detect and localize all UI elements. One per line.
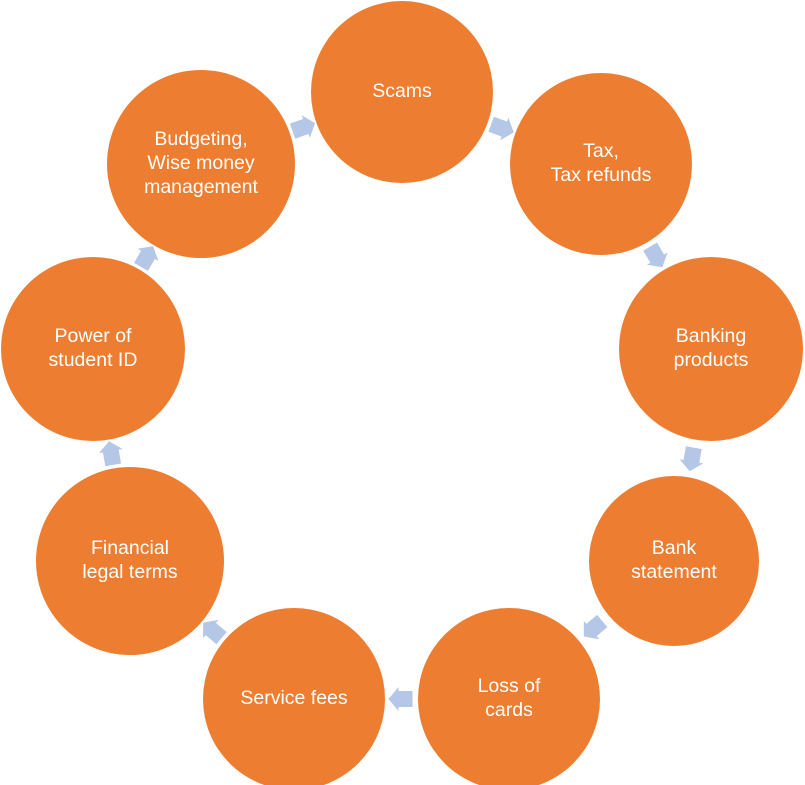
node-label-bank-statement-line-2: statement	[631, 561, 717, 583]
node-label-banking-products-line-2: products	[674, 349, 749, 371]
node-circle-budgeting	[107, 70, 295, 258]
node-circle-banking-products	[619, 257, 803, 441]
node-circle-service-fees	[203, 608, 385, 785]
node-service-fees: Service fees	[203, 608, 385, 785]
arrow-power-of-student-id-to-budgeting	[134, 246, 159, 271]
arrow-bank-statement-to-loss-of-cards	[583, 614, 608, 640]
node-circle-financial-legal-terms	[36, 467, 224, 655]
arrow-loss-of-cards-to-service-fees	[388, 687, 413, 711]
node-label-power-of-student-id-line-2: student ID	[49, 349, 138, 371]
node-circle-power-of-student-id	[1, 257, 185, 441]
node-label-budgeting-line-2: Wise money	[147, 152, 255, 174]
node-label-tax-line-2: Tax refunds	[551, 164, 652, 186]
node-label-service-fees-line-1: Service fees	[240, 687, 348, 709]
node-label-bank-statement-line-1: Bank	[652, 537, 697, 559]
node-label-financial-legal-terms-line-1: Financial	[91, 537, 169, 559]
arrow-tax-to-banking-products	[643, 242, 668, 268]
arrow-scams-to-tax	[488, 116, 514, 141]
node-label-financial-legal-terms-line-2: legal terms	[82, 561, 178, 583]
node-tax: Tax,Tax refunds	[510, 73, 692, 255]
node-label-budgeting-line-3: management	[144, 176, 258, 198]
node-label-loss-of-cards-line-2: cards	[485, 699, 533, 721]
node-label-tax-line-1: Tax,	[583, 140, 619, 162]
node-circle-bank-statement	[589, 476, 759, 646]
arrows-layer	[98, 115, 704, 711]
node-scams: Scams	[311, 1, 493, 183]
node-label-banking-products-line-1: Banking	[676, 325, 746, 347]
node-label-loss-of-cards-line-1: Loss of	[478, 675, 541, 697]
node-circle-loss-of-cards	[418, 608, 600, 785]
arrow-budgeting-to-scams	[289, 115, 316, 139]
node-circle-scams	[311, 1, 493, 183]
node-label-power-of-student-id-line-1: Power of	[55, 325, 133, 347]
node-label-budgeting-line-1: Budgeting,	[154, 128, 247, 150]
node-circle-tax	[510, 73, 692, 255]
node-label-scams-line-1: Scams	[372, 80, 432, 102]
arrow-financial-legal-terms-to-power-of-student-id	[98, 441, 123, 467]
arrow-banking-products-to-bank-statement	[679, 446, 704, 472]
arrow-service-fees-to-financial-legal-terms	[203, 619, 227, 645]
